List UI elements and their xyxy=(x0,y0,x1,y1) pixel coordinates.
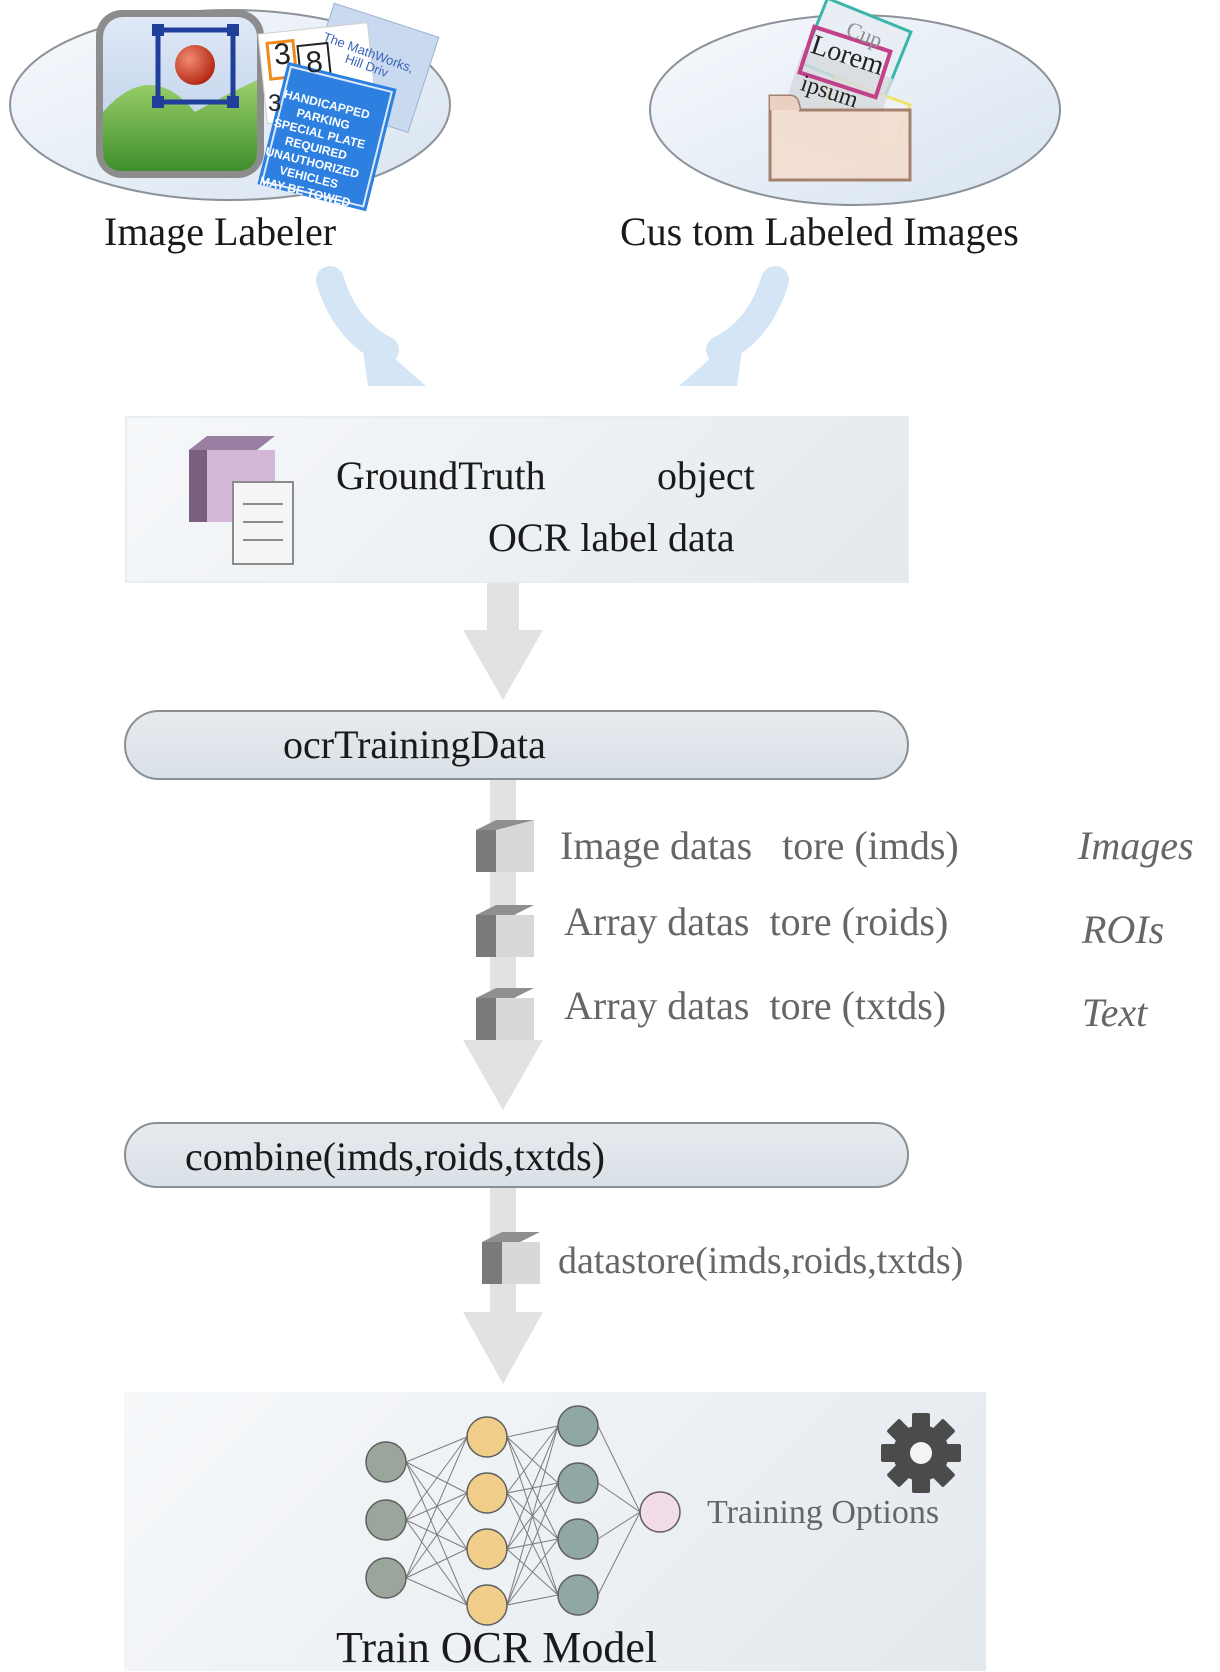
sample-digit-3: 3 xyxy=(268,90,282,117)
arrow-labeler-to-groundtruth xyxy=(316,266,426,386)
nn-edge xyxy=(405,1519,468,1550)
flow-connector-1 xyxy=(487,583,519,633)
output-roids-type: ROIs xyxy=(1082,907,1165,952)
hidden-node-1 xyxy=(466,1528,508,1570)
arrow-custom-to-groundtruth xyxy=(679,266,789,386)
datastore-cube-icon xyxy=(476,905,534,957)
combine-pill xyxy=(124,1122,909,1188)
datastore-cube-icon xyxy=(482,1232,540,1284)
combine-output-label: datastore(imds,roids,txtds) xyxy=(558,1240,964,1282)
image-labeler-app-icon xyxy=(96,10,264,178)
nn-edge xyxy=(405,1461,468,1494)
sample-digit-1: 3 xyxy=(272,37,293,72)
input-node xyxy=(365,1441,407,1483)
groundtruth-title: GroundTruth xyxy=(336,453,546,498)
nn-edge xyxy=(506,1425,559,1550)
flow-arrow-3 xyxy=(463,1312,543,1384)
custom-images-label: Cus tom Labeled Images xyxy=(620,209,1019,254)
nn-edge xyxy=(405,1436,468,1463)
hidden-node-2 xyxy=(557,1518,599,1560)
nn-edge xyxy=(597,1425,641,1513)
nn-edge xyxy=(597,1511,641,1596)
folder-icon xyxy=(768,94,912,182)
sample-sign-image xyxy=(257,61,397,212)
nn-edge xyxy=(405,1436,468,1521)
nn-edge xyxy=(405,1461,468,1606)
nn-edge xyxy=(405,1461,468,1550)
nn-edge xyxy=(405,1548,468,1579)
groundtruth-object-icon xyxy=(189,436,294,565)
groundtruth-subtitle: OCR label data xyxy=(488,515,735,560)
hidden-node-2 xyxy=(557,1574,599,1616)
nn-edge xyxy=(506,1538,559,1606)
nn-edge xyxy=(506,1425,559,1494)
output-imds-type: Images xyxy=(1078,823,1194,868)
input-node xyxy=(365,1499,407,1541)
output-node xyxy=(639,1491,681,1533)
ocr-training-data-label: ocrTrainingData xyxy=(283,722,546,767)
flow-arrow-2 xyxy=(463,1040,543,1110)
hidden-node-1 xyxy=(466,1472,508,1514)
output-imds-label: Image datas tore (imds) xyxy=(560,823,959,868)
neural-network-diagram xyxy=(365,1405,681,1626)
image-labeler-label: Image Labeler xyxy=(104,209,337,254)
output-roids-label: Array datas tore (roids) xyxy=(564,899,949,944)
sample-digit-2: 8 xyxy=(304,45,325,80)
custom-card-magenta xyxy=(797,24,893,100)
nn-edge xyxy=(506,1594,559,1606)
nn-edge xyxy=(506,1482,559,1606)
training-options-label: Training Options xyxy=(707,1494,940,1531)
output-txtds-type: Text xyxy=(1082,990,1148,1035)
nn-edge xyxy=(597,1511,641,1540)
nn-edge xyxy=(405,1577,468,1606)
groundtruth-object-word: object xyxy=(657,453,755,498)
output-txtds-label: Array datas tore (txtds) xyxy=(564,983,947,1028)
nn-edge xyxy=(597,1482,641,1513)
datastore-cube-icon xyxy=(476,820,534,872)
flow-arrow-1 xyxy=(463,630,543,700)
combine-label: combine(imds,roids,txtds) xyxy=(185,1134,605,1179)
train-ocr-model-title: Train OCR Model xyxy=(336,1623,658,1672)
hidden-node-2 xyxy=(557,1462,599,1504)
nn-edge xyxy=(506,1425,559,1438)
datastore-cube-icon xyxy=(476,988,534,1040)
nn-edge xyxy=(506,1425,559,1606)
nn-edge xyxy=(405,1436,468,1579)
gear-icon xyxy=(881,1413,961,1493)
hidden-node-1 xyxy=(466,1584,508,1626)
hidden-node-1 xyxy=(466,1416,508,1458)
nn-edge xyxy=(405,1519,468,1606)
ocr-training-data-pill xyxy=(124,710,909,780)
train-panel xyxy=(124,1392,986,1671)
hidden-node-2 xyxy=(557,1405,599,1447)
input-node xyxy=(365,1557,407,1599)
nn-edge xyxy=(405,1492,468,1579)
